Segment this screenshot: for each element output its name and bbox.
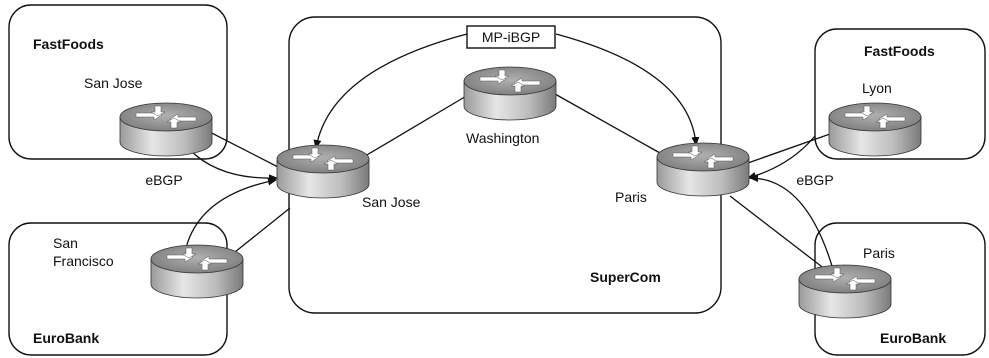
pe-sanjose-label: San Jose	[362, 194, 421, 210]
router-pe-paris	[656, 142, 750, 197]
router-ce-paris	[798, 264, 892, 319]
ebgp-label-left: eBGP	[145, 172, 182, 188]
link-pe-paris-ce-lyon	[744, 133, 831, 165]
link-ce-sanfrancisco-pe-sanjose	[234, 207, 291, 253]
ebgp-arrow-sanfrancisco	[185, 177, 277, 249]
eurobank-paris-title: EuroBank	[880, 330, 946, 346]
ibgp-arrow-right	[555, 33, 700, 146]
router-ce-sanfrancisco	[150, 244, 244, 299]
ibgp-arrow-left	[313, 33, 468, 149]
pe-paris-label: Paris	[615, 189, 647, 205]
links	[199, 93, 831, 274]
router-ce-lyon	[828, 102, 922, 157]
ebgp-arrow-paris	[749, 174, 833, 267]
supercom-title: SuperCom	[590, 269, 661, 285]
fastfoods-sanjose-region	[8, 4, 228, 160]
sessions	[185, 33, 833, 267]
router-ce-sanjose	[119, 102, 213, 157]
router-pe-sanjose	[276, 144, 370, 199]
ebgp-label-right: eBGP	[796, 172, 833, 188]
ibgp-label: MP-iBGP	[482, 29, 540, 45]
eurobank-sanfrancisco-title: EuroBank	[33, 330, 99, 346]
ce-sanfrancisco-label-1: San	[53, 235, 78, 251]
fastfoods-sanjose-title: FastFoods	[33, 36, 104, 52]
ce-paris-label: Paris	[863, 245, 895, 261]
ce-sanjose-label: San Jose	[84, 75, 143, 91]
link-pe-paris-ce-paris	[729, 195, 831, 274]
link-ce-sanjose-pe-sanjose	[199, 126, 281, 169]
ibgp-label-box	[466, 25, 556, 49]
washington-label: Washington	[466, 130, 539, 146]
link-washington-pe-paris	[554, 93, 661, 154]
ebgp-arrow-sanjose	[189, 149, 278, 183]
fastfoods-lyon-title: FastFoods	[864, 43, 935, 59]
link-pe-sanjose-washington	[349, 94, 469, 166]
fastfoods-lyon-region	[814, 28, 986, 160]
ce-sanfrancisco-label-2: Francisco	[53, 253, 114, 269]
ce-lyon-label: Lyon	[862, 80, 892, 96]
router-p-washington	[463, 66, 557, 121]
